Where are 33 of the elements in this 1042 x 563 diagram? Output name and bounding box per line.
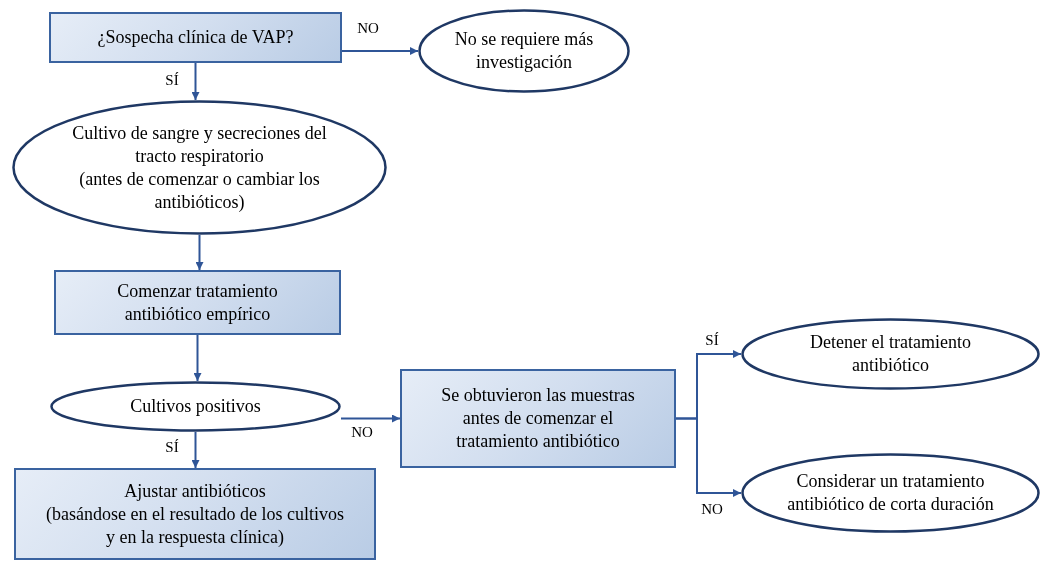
node-text: No se requiere más investigación [453,28,595,74]
node-text: Detener el tratamiento antibiótico [809,331,972,377]
ellipse-node [418,9,630,93]
ellipse-node [12,100,387,235]
node-text: Cultivo de sangre y secreciones del tracto respiratorio [71,121,328,168]
ellipse-node [50,381,341,432]
node-text: Comenzar tratamiento antibiótico empírico [116,279,279,326]
edge-label: NO [701,500,723,518]
edge-label: SÍ [165,71,179,89]
edge-label: NO [357,19,379,37]
arrow [193,334,202,382]
arrow [341,47,419,55]
node-text: Cultivos positivos [129,395,262,418]
arrow [675,417,742,497]
ellipse-node [741,318,1040,390]
arrow [195,234,204,271]
arrow [191,431,200,469]
node-text: Se obtuvieron las muestras antes de comenzar el tratamiento antibiótico [440,384,636,453]
ellipse-node [741,453,1040,533]
process-box [49,12,342,63]
process-box [14,468,376,560]
node-text: Considerar un tratamiento antibiótico de corta duración [786,470,995,516]
node-text: (antes de comenzar o cambiar los antibióticos) [78,167,321,214]
process-box [54,270,341,335]
node-text: Ajustar antibióticos [123,479,267,503]
node-text: ¿Sospecha clínica de VAP? [96,26,295,49]
arrow [340,414,401,423]
edge-label: NO [351,423,373,441]
edge-label: SÍ [165,438,179,456]
edge-label: SÍ [705,331,719,349]
arrow [191,62,200,101]
process-box [400,369,676,468]
node-text: (basándose en el resultado de los cultivos y en la respuesta clínica) [45,502,345,549]
